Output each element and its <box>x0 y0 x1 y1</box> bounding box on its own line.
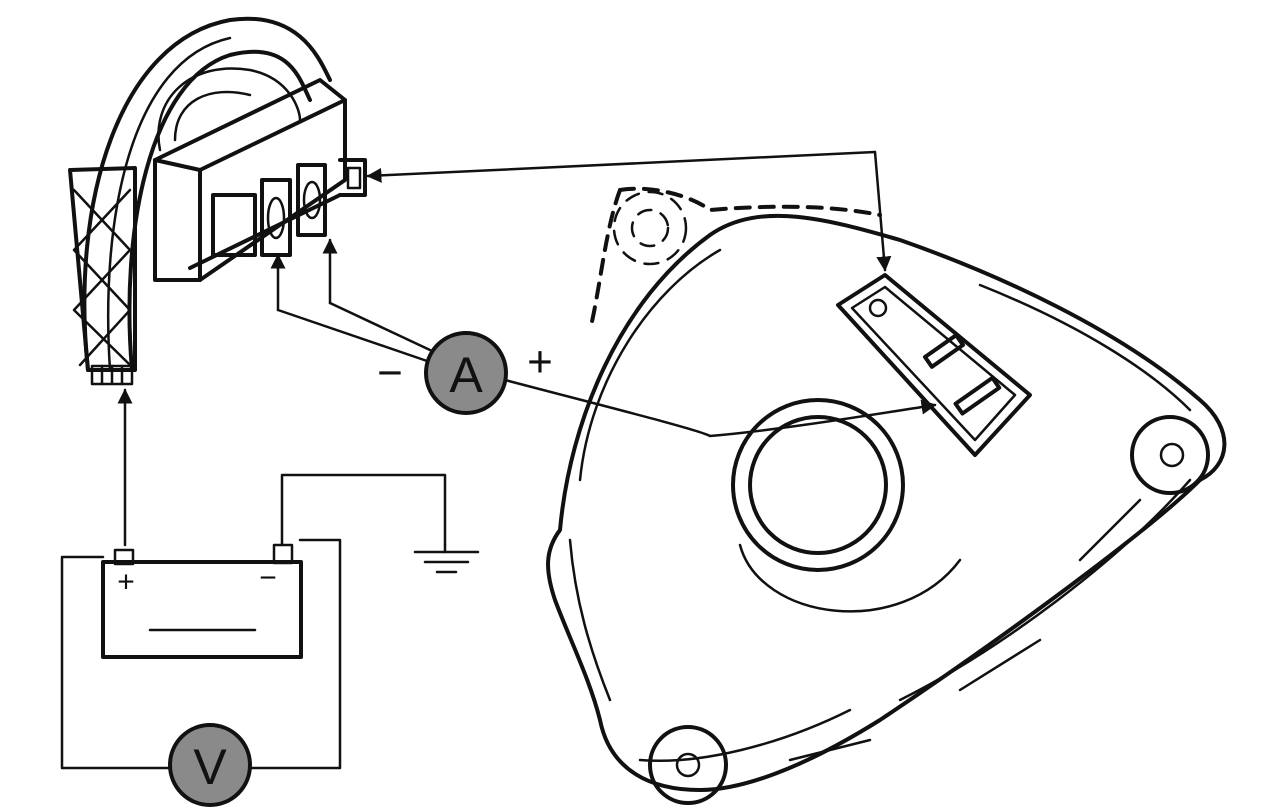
mounting-ear-right <box>1130 415 1210 495</box>
battery-negative-sign: − <box>259 562 277 595</box>
alternator-body <box>546 213 1227 792</box>
alternator-terminal-plate <box>836 273 1032 457</box>
voltmeter-circuit <box>60 538 342 770</box>
battery: + − <box>101 543 303 659</box>
connector-plug <box>153 78 367 282</box>
shaft-bore-outer <box>731 398 905 572</box>
ammeter: A − + <box>377 331 553 415</box>
shaft-bore-inner <box>748 415 888 555</box>
voltmeter: V <box>168 723 252 807</box>
wiring-harness <box>68 16 332 386</box>
battery-positive-sign: + <box>117 566 135 599</box>
ammeter-positive-sign: + <box>527 338 553 387</box>
ground-symbol <box>413 543 480 574</box>
dashed-nut <box>612 190 688 266</box>
test-leads <box>117 150 937 547</box>
dashed-nut-inner <box>630 208 670 248</box>
ammeter-negative-sign: − <box>377 349 403 398</box>
ammeter-label: A <box>449 347 483 403</box>
mounting-hole-bottom <box>675 752 701 778</box>
mounting-hole-right <box>1159 442 1185 468</box>
voltmeter-label: V <box>193 739 227 795</box>
dashed-outline <box>588 186 882 332</box>
mounting-ear-bottom <box>648 725 728 805</box>
